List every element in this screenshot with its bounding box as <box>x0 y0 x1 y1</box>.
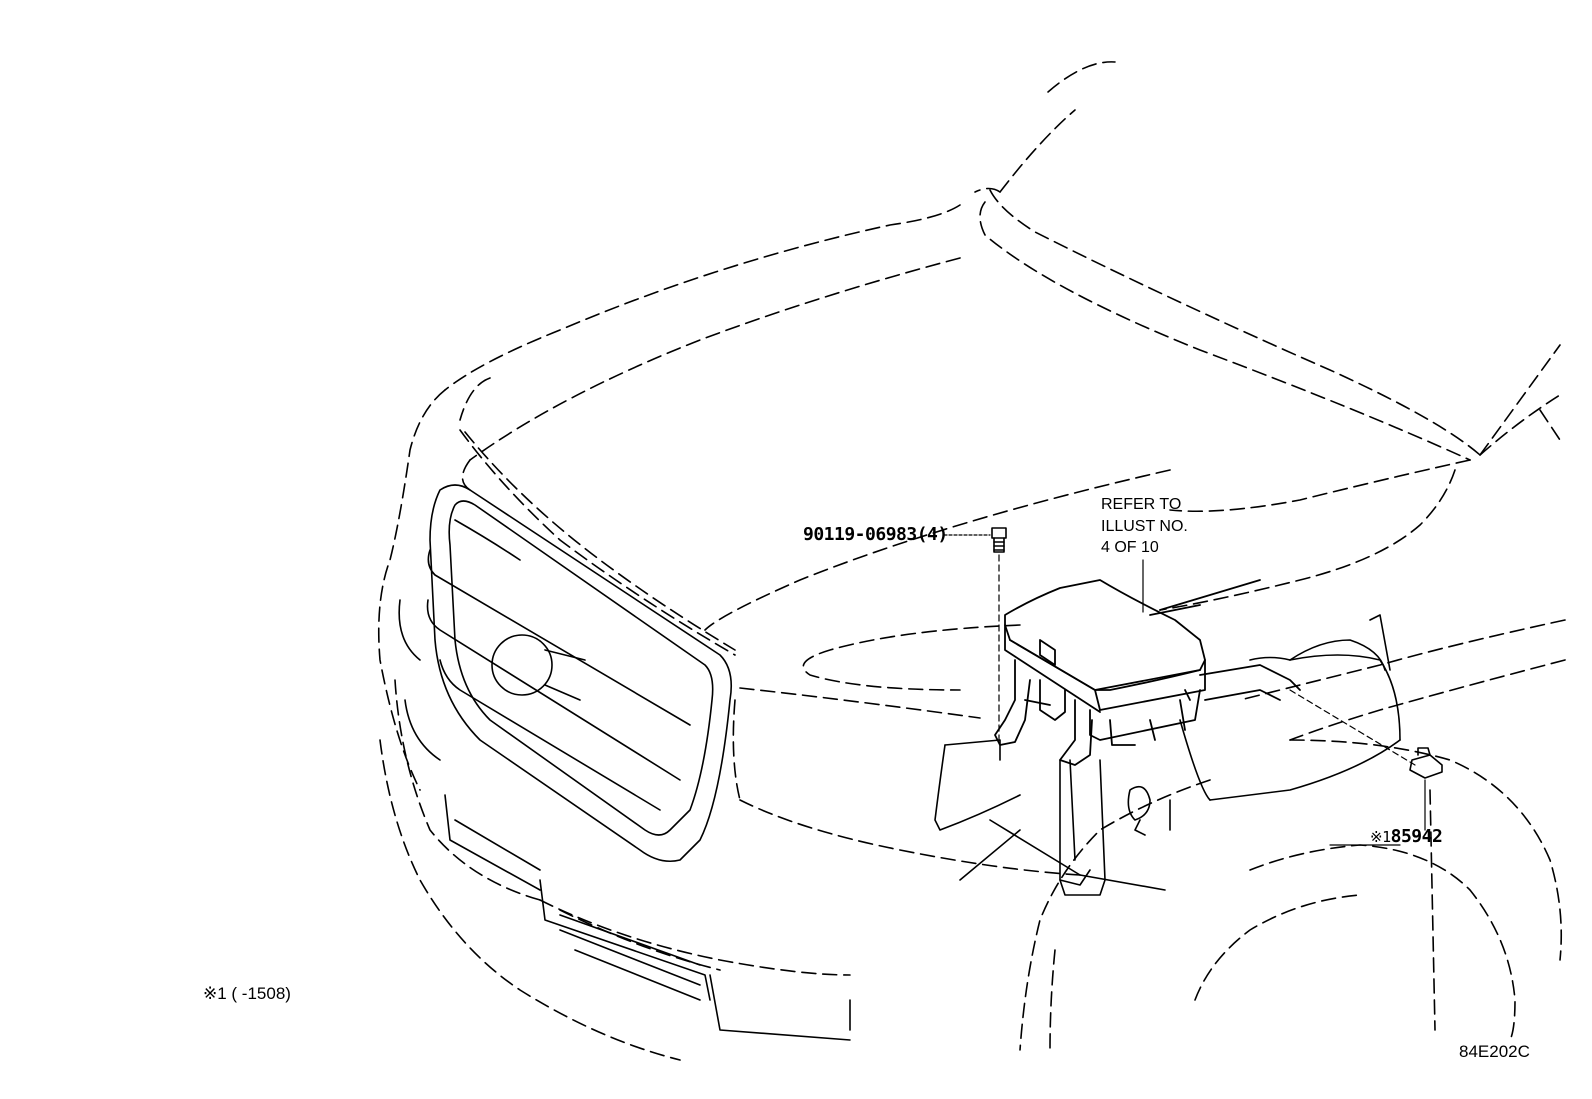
refer-note-line-3: 4 OF 10 <box>1101 539 1159 556</box>
bolt-fastener <box>991 527 1007 553</box>
sensor-part-number[interactable]: 85942 <box>1390 826 1443 847</box>
refer-note-line-1: REFER TO <box>1101 496 1182 513</box>
hood-outline <box>377 61 1566 1061</box>
illustration-code: 84E202C <box>1459 1042 1530 1061</box>
leader-lines <box>943 534 1426 846</box>
sensor-85942-part <box>1409 747 1443 779</box>
sensor-note-mark: ※1 <box>1370 828 1391 846</box>
inner-fender-bracket <box>934 614 1401 896</box>
refer-note-line-2: ILLUST NO. <box>1101 518 1188 535</box>
junction-block <box>994 579 1301 766</box>
front-grille <box>398 484 733 863</box>
front-bumper <box>444 794 851 1041</box>
bolt-part-number[interactable]: 90119-06983(4) <box>803 524 948 545</box>
footnote-text: ※1 ( -1508) <box>203 984 291 1003</box>
sensor-callout[interactable]: ※185942 <box>1370 826 1443 847</box>
